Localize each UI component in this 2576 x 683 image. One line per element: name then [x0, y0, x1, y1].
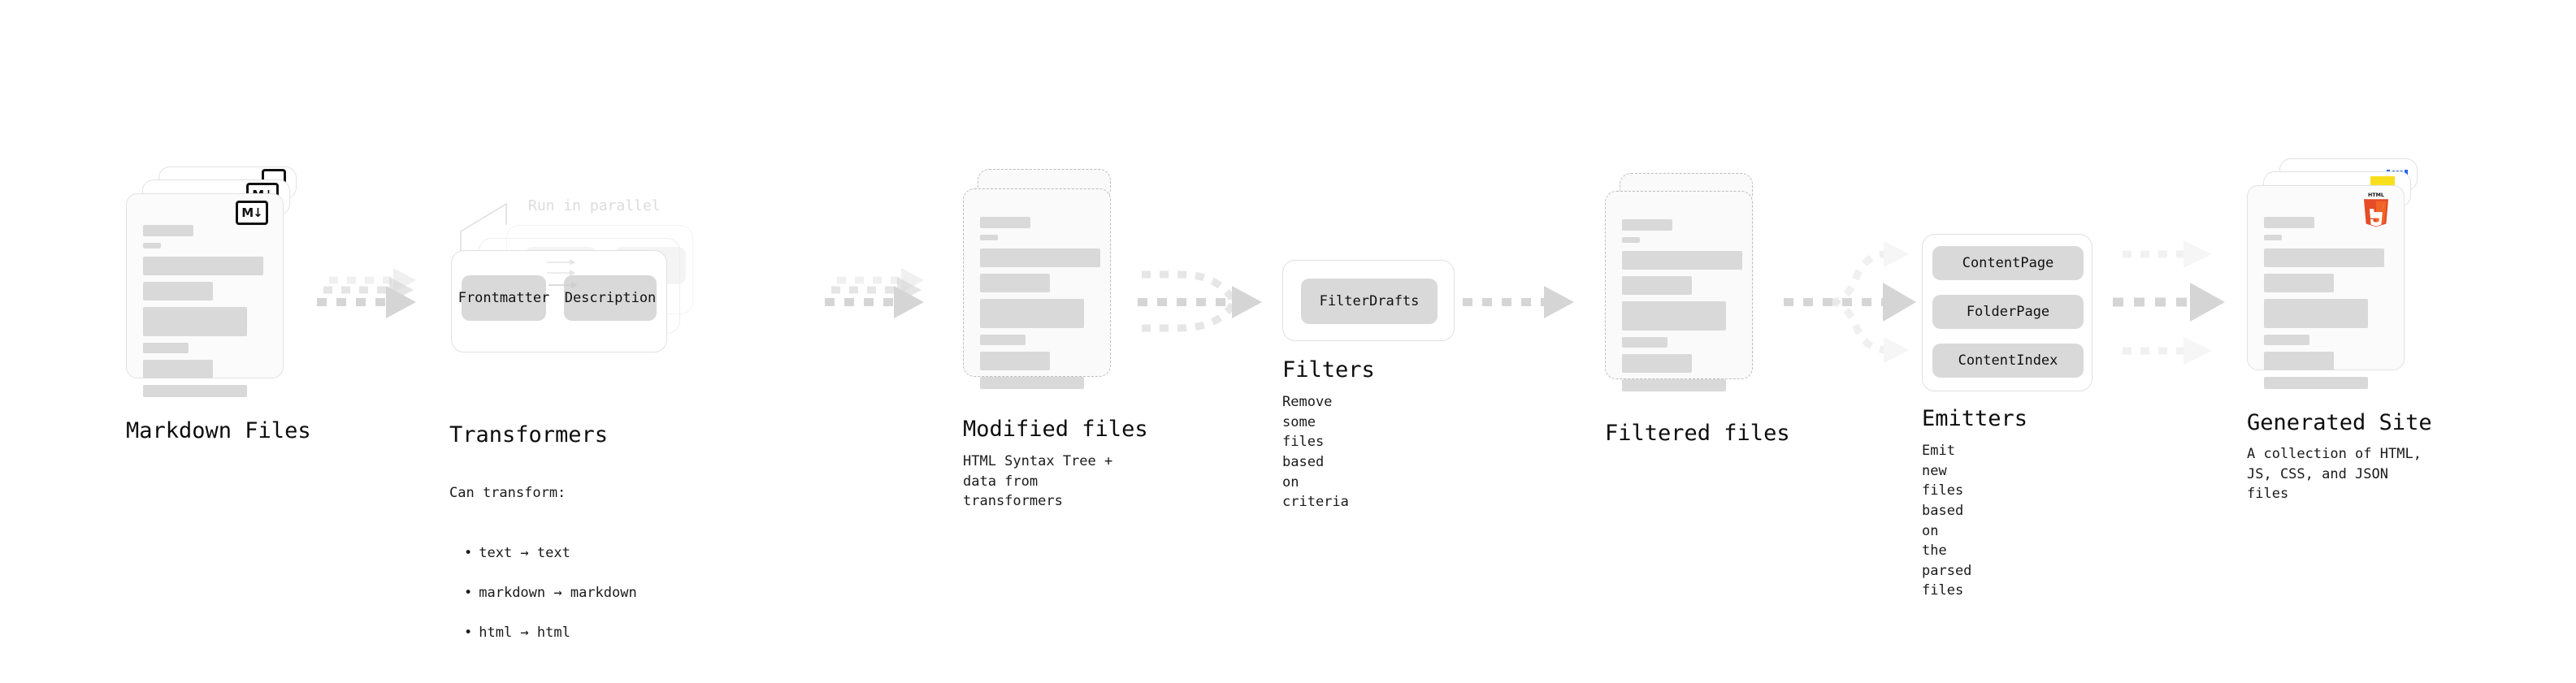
stage-title-markdown-files: Markdown Files — [126, 418, 311, 443]
transform-intro: Can transform: — [449, 484, 566, 501]
content-bar — [1622, 237, 1640, 243]
stage-subtitle-modified-files: HTML Syntax Tree + data from transformer… — [963, 453, 1113, 510]
content-bar — [143, 243, 161, 249]
stage-subtitle-transformers: Can transform: text → text markdown → ma… — [449, 463, 637, 683]
content-bar — [1622, 276, 1692, 295]
transformer-box-front[interactable]: Frontmatter Description — [451, 250, 667, 352]
filter-chip-filterdrafts[interactable]: FilterDrafts — [1301, 279, 1438, 324]
content-bar — [1622, 354, 1692, 373]
markdown-file-content — [143, 225, 271, 404]
content-bar — [143, 360, 213, 378]
content-bar — [980, 352, 1050, 370]
content-bar — [1622, 301, 1726, 331]
filtered-file-card-front — [1605, 191, 1753, 391]
content-bar — [143, 257, 263, 275]
filtered-file-stack — [1605, 173, 1784, 417]
content-bar — [2264, 352, 2334, 370]
content-bar — [2264, 235, 2282, 240]
connector-filters-to-filtered — [1463, 286, 1574, 318]
content-bar — [2264, 335, 2309, 345]
stage-markdown-files: M↓ M↓ Markdown Files — [126, 166, 313, 443]
content-bar — [1622, 379, 1726, 391]
emitters-box[interactable]: ContentPage FolderPage ContentIndex — [1922, 234, 2092, 391]
stage-title-modified-files: Modified files — [963, 417, 1148, 442]
content-bar — [980, 335, 1026, 345]
stage-filtered-files: Filtered files — [1605, 173, 1790, 446]
content-bar — [143, 282, 213, 300]
generated-site-stack: CSS HTML — [2247, 158, 2434, 402]
connector-md-to-transformers — [317, 268, 416, 318]
stage-subtitle-emitters: Emit new files based on the parsed files — [1922, 443, 1972, 599]
transform-list: text → text markdown → markdown html → h… — [449, 523, 637, 663]
markdown-icon: M↓ — [236, 201, 268, 225]
content-bar — [143, 307, 247, 336]
connector-transformers-to-modified — [825, 268, 924, 318]
stage-title-transformers: Transformers — [449, 422, 609, 447]
stage-title-emitters: Emitters — [1922, 406, 2028, 431]
stage-title-generated-site: Generated Site — [2247, 410, 2432, 435]
stage-modified-files: Modified files HTML Syntax Tree + data f… — [963, 169, 1148, 509]
content-bar — [980, 249, 1100, 267]
content-bar — [1622, 337, 1667, 348]
content-bar — [980, 377, 1084, 389]
content-bar — [2264, 274, 2334, 292]
stage-title-filters: Filters — [1282, 357, 1375, 383]
emitter-chip-contentindex[interactable]: ContentIndex — [1932, 344, 2084, 378]
markdown-file-card-front: M↓ — [126, 193, 284, 397]
filters-box[interactable]: FilterDrafts — [1282, 260, 1455, 341]
content-bar — [143, 343, 189, 353]
emitter-chip-contentpage[interactable]: ContentPage — [1932, 246, 2084, 280]
content-bar — [2264, 217, 2314, 228]
markdown-file-stack: M↓ M↓ — [126, 166, 313, 410]
content-bar — [1622, 251, 1742, 270]
site-file-card-front: HTML — [2247, 185, 2405, 389]
modified-file-card-front — [963, 188, 1111, 389]
content-bar — [143, 385, 247, 397]
filtered-file-content — [1622, 219, 1742, 398]
content-bar — [980, 235, 998, 240]
transformer-chip-description[interactable]: Description — [564, 275, 657, 321]
stage-title-filtered-files: Filtered files — [1605, 421, 1790, 446]
site-file-content — [2264, 217, 2392, 396]
content-bar — [2264, 377, 2368, 389]
svg-text:HTML: HTML — [2368, 192, 2384, 198]
content-bar — [2264, 249, 2384, 267]
content-bar — [980, 217, 1030, 228]
content-bar — [980, 274, 1050, 292]
stage-subtitle-generated-site: A collection of HTML, JS, CSS, and JSON … — [2247, 446, 2422, 503]
transform-list-item: markdown → markdown — [464, 583, 636, 603]
html5-icon: HTML — [2363, 192, 2389, 227]
content-bar — [980, 299, 1084, 328]
emitter-chip-folderpage[interactable]: FolderPage — [1932, 295, 2084, 329]
content-bar — [143, 225, 193, 236]
connector-modified-to-filters — [1138, 270, 1262, 332]
stage-generated-site: CSS HTML Generated Site A collection — [2247, 158, 2434, 502]
transformer-chip-frontmatter[interactable]: Frontmatter — [458, 275, 549, 321]
modified-file-stack — [963, 169, 1142, 413]
modified-file-content — [980, 217, 1100, 396]
transform-list-item: text → text — [464, 543, 637, 564]
content-bar — [2264, 299, 2368, 328]
content-bar — [1622, 219, 1672, 231]
run-in-parallel-label: Run in parallel — [528, 197, 661, 214]
transform-list-item: html → html — [464, 623, 637, 643]
connector-emitters-to-site — [2113, 240, 2225, 365]
connector-filtered-to-emitters — [1784, 241, 1916, 363]
stage-subtitle-filters: Remove some files based on criteria — [1282, 394, 1349, 511]
